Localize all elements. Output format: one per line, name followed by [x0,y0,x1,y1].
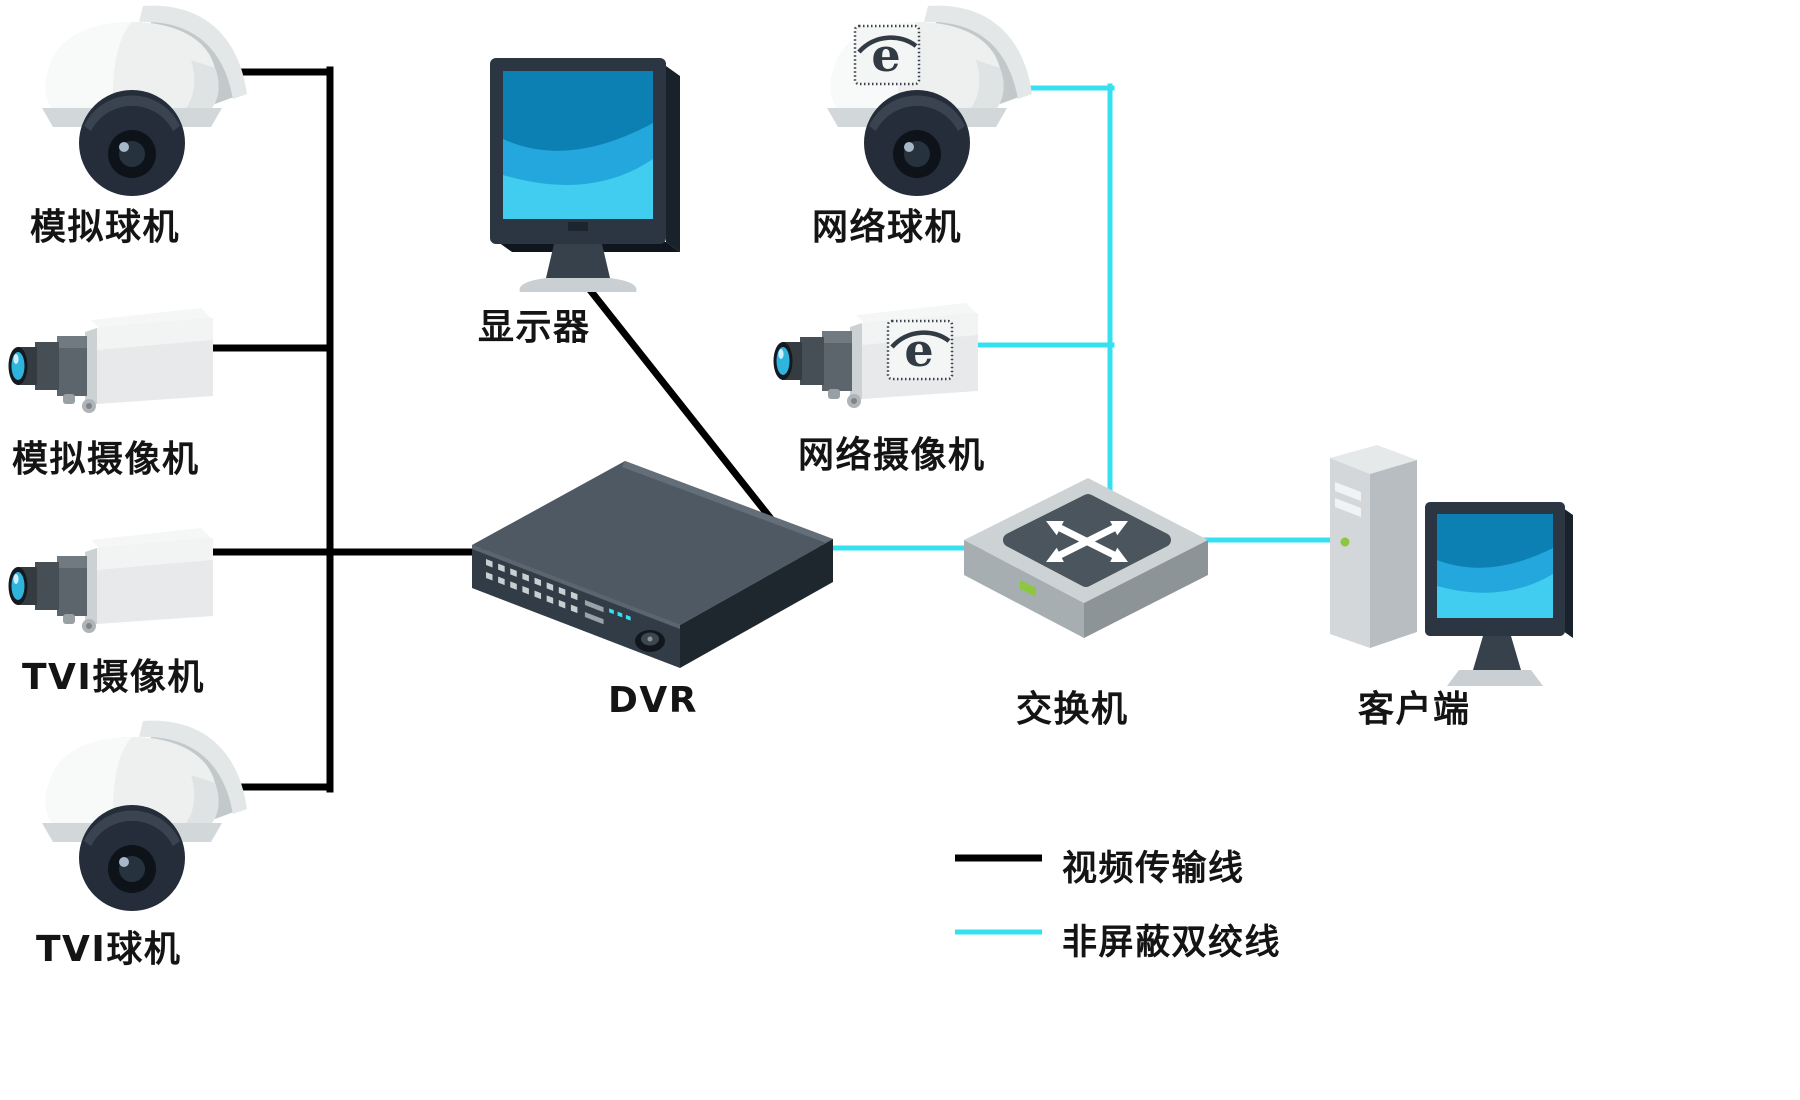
tvi-dome-camera-icon [42,720,247,911]
label-tvi-camera: TVI摄像机 [22,657,205,698]
label-analog-camera: 模拟摄像机 [12,439,200,480]
network-dome-camera-icon [827,5,1032,196]
legend-utp-label: 非屏蔽双绞线 [1062,923,1282,963]
monitor-icon [490,58,680,292]
label-analog-dome: 模拟球机 [30,207,181,248]
label-monitor: 显示器 [478,307,591,348]
label-switch: 交换机 [1016,689,1129,730]
switch-arrows-icon [1046,521,1128,562]
desktop-computer-icon [1330,445,1573,686]
network-switch-icon [964,478,1208,638]
label-tvi-dome: TVI球机 [36,929,182,970]
analog-dome-camera-icon [42,5,247,196]
network-box-camera-icon [773,303,978,408]
dvr-icon [472,461,833,668]
label-network-camera: 网络摄像机 [798,435,986,476]
legend [955,854,1042,935]
tvi-box-camera-icon [8,528,213,633]
analog-box-camera-icon [8,308,213,413]
label-network-dome: 网络球机 [812,207,963,248]
legend-video-label: 视频传输线 [1062,849,1245,889]
label-dvr: DVR [608,680,698,721]
switch-led [1020,580,1036,597]
label-client: 客户端 [1358,689,1471,730]
